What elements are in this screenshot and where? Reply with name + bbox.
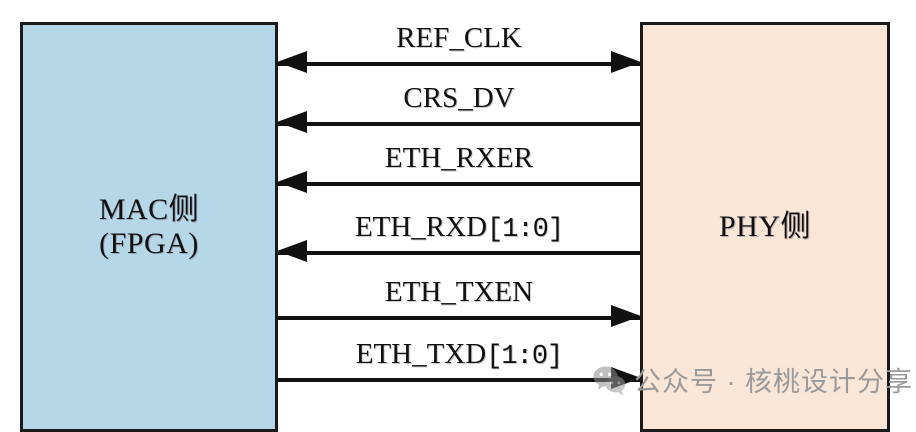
arrowhead-right-eth-txen bbox=[611, 305, 641, 327]
mac-label-line2: (FPGA) bbox=[99, 227, 199, 260]
signal-label-eth-txd: ETH_TXD[1:0] bbox=[278, 338, 640, 372]
signal-name-crs-dv: CRS_DV bbox=[403, 82, 515, 114]
arrowhead-right-eth-txd bbox=[611, 367, 641, 389]
signal-bits-eth-txd: [1:0] bbox=[486, 342, 563, 372]
signal-label-ref-clk: REF_CLK bbox=[278, 22, 640, 56]
signal-label-crs-dv: CRS_DV bbox=[278, 82, 640, 116]
phy-block-label: PHY侧 bbox=[719, 210, 811, 244]
signal-label-eth-txen: ETH_TXEN bbox=[278, 276, 640, 310]
phy-label-line1: PHY侧 bbox=[718, 209, 811, 243]
signal-line-crs-dv bbox=[278, 122, 640, 126]
signal-line-eth-txd bbox=[278, 378, 640, 382]
signal-line-ref-clk bbox=[278, 62, 640, 66]
mac-block: MAC侧 (FPGA) bbox=[20, 22, 278, 432]
signal-line-eth-rxd bbox=[278, 251, 640, 255]
phy-block: PHY侧 bbox=[640, 22, 890, 432]
signal-name-eth-rxer: ETH_RXER bbox=[384, 142, 534, 174]
signal-name-ref-clk: REF_CLK bbox=[396, 22, 522, 54]
signal-name-eth-txd: ETH_TXD bbox=[355, 338, 487, 370]
mac-label-line1: MAC侧 bbox=[98, 192, 200, 226]
signal-line-eth-rxer bbox=[278, 182, 640, 186]
signal-label-eth-rxd: ETH_RXD[1:0] bbox=[278, 211, 640, 245]
arrowhead-left-crs-dv bbox=[277, 111, 307, 133]
signal-bits-eth-rxd: [1:0] bbox=[487, 215, 564, 245]
arrowhead-left-eth-rxd bbox=[277, 240, 307, 262]
signal-label-eth-rxer: ETH_RXER bbox=[278, 142, 640, 176]
mac-block-label: MAC侧 (FPGA) bbox=[99, 193, 199, 261]
arrowhead-left-ref-clk bbox=[277, 51, 307, 73]
signal-name-eth-txen: ETH_TXEN bbox=[384, 276, 534, 308]
arrowhead-left-eth-rxer bbox=[277, 171, 307, 193]
signal-name-eth-rxd: ETH_RXD bbox=[354, 211, 488, 243]
arrowhead-right-ref-clk bbox=[611, 51, 641, 73]
signal-line-eth-txen bbox=[278, 316, 640, 320]
diagram-canvas: MAC侧 (FPGA) PHY侧 REF_CLK CRS_DV ETH_RXER bbox=[20, 22, 912, 432]
